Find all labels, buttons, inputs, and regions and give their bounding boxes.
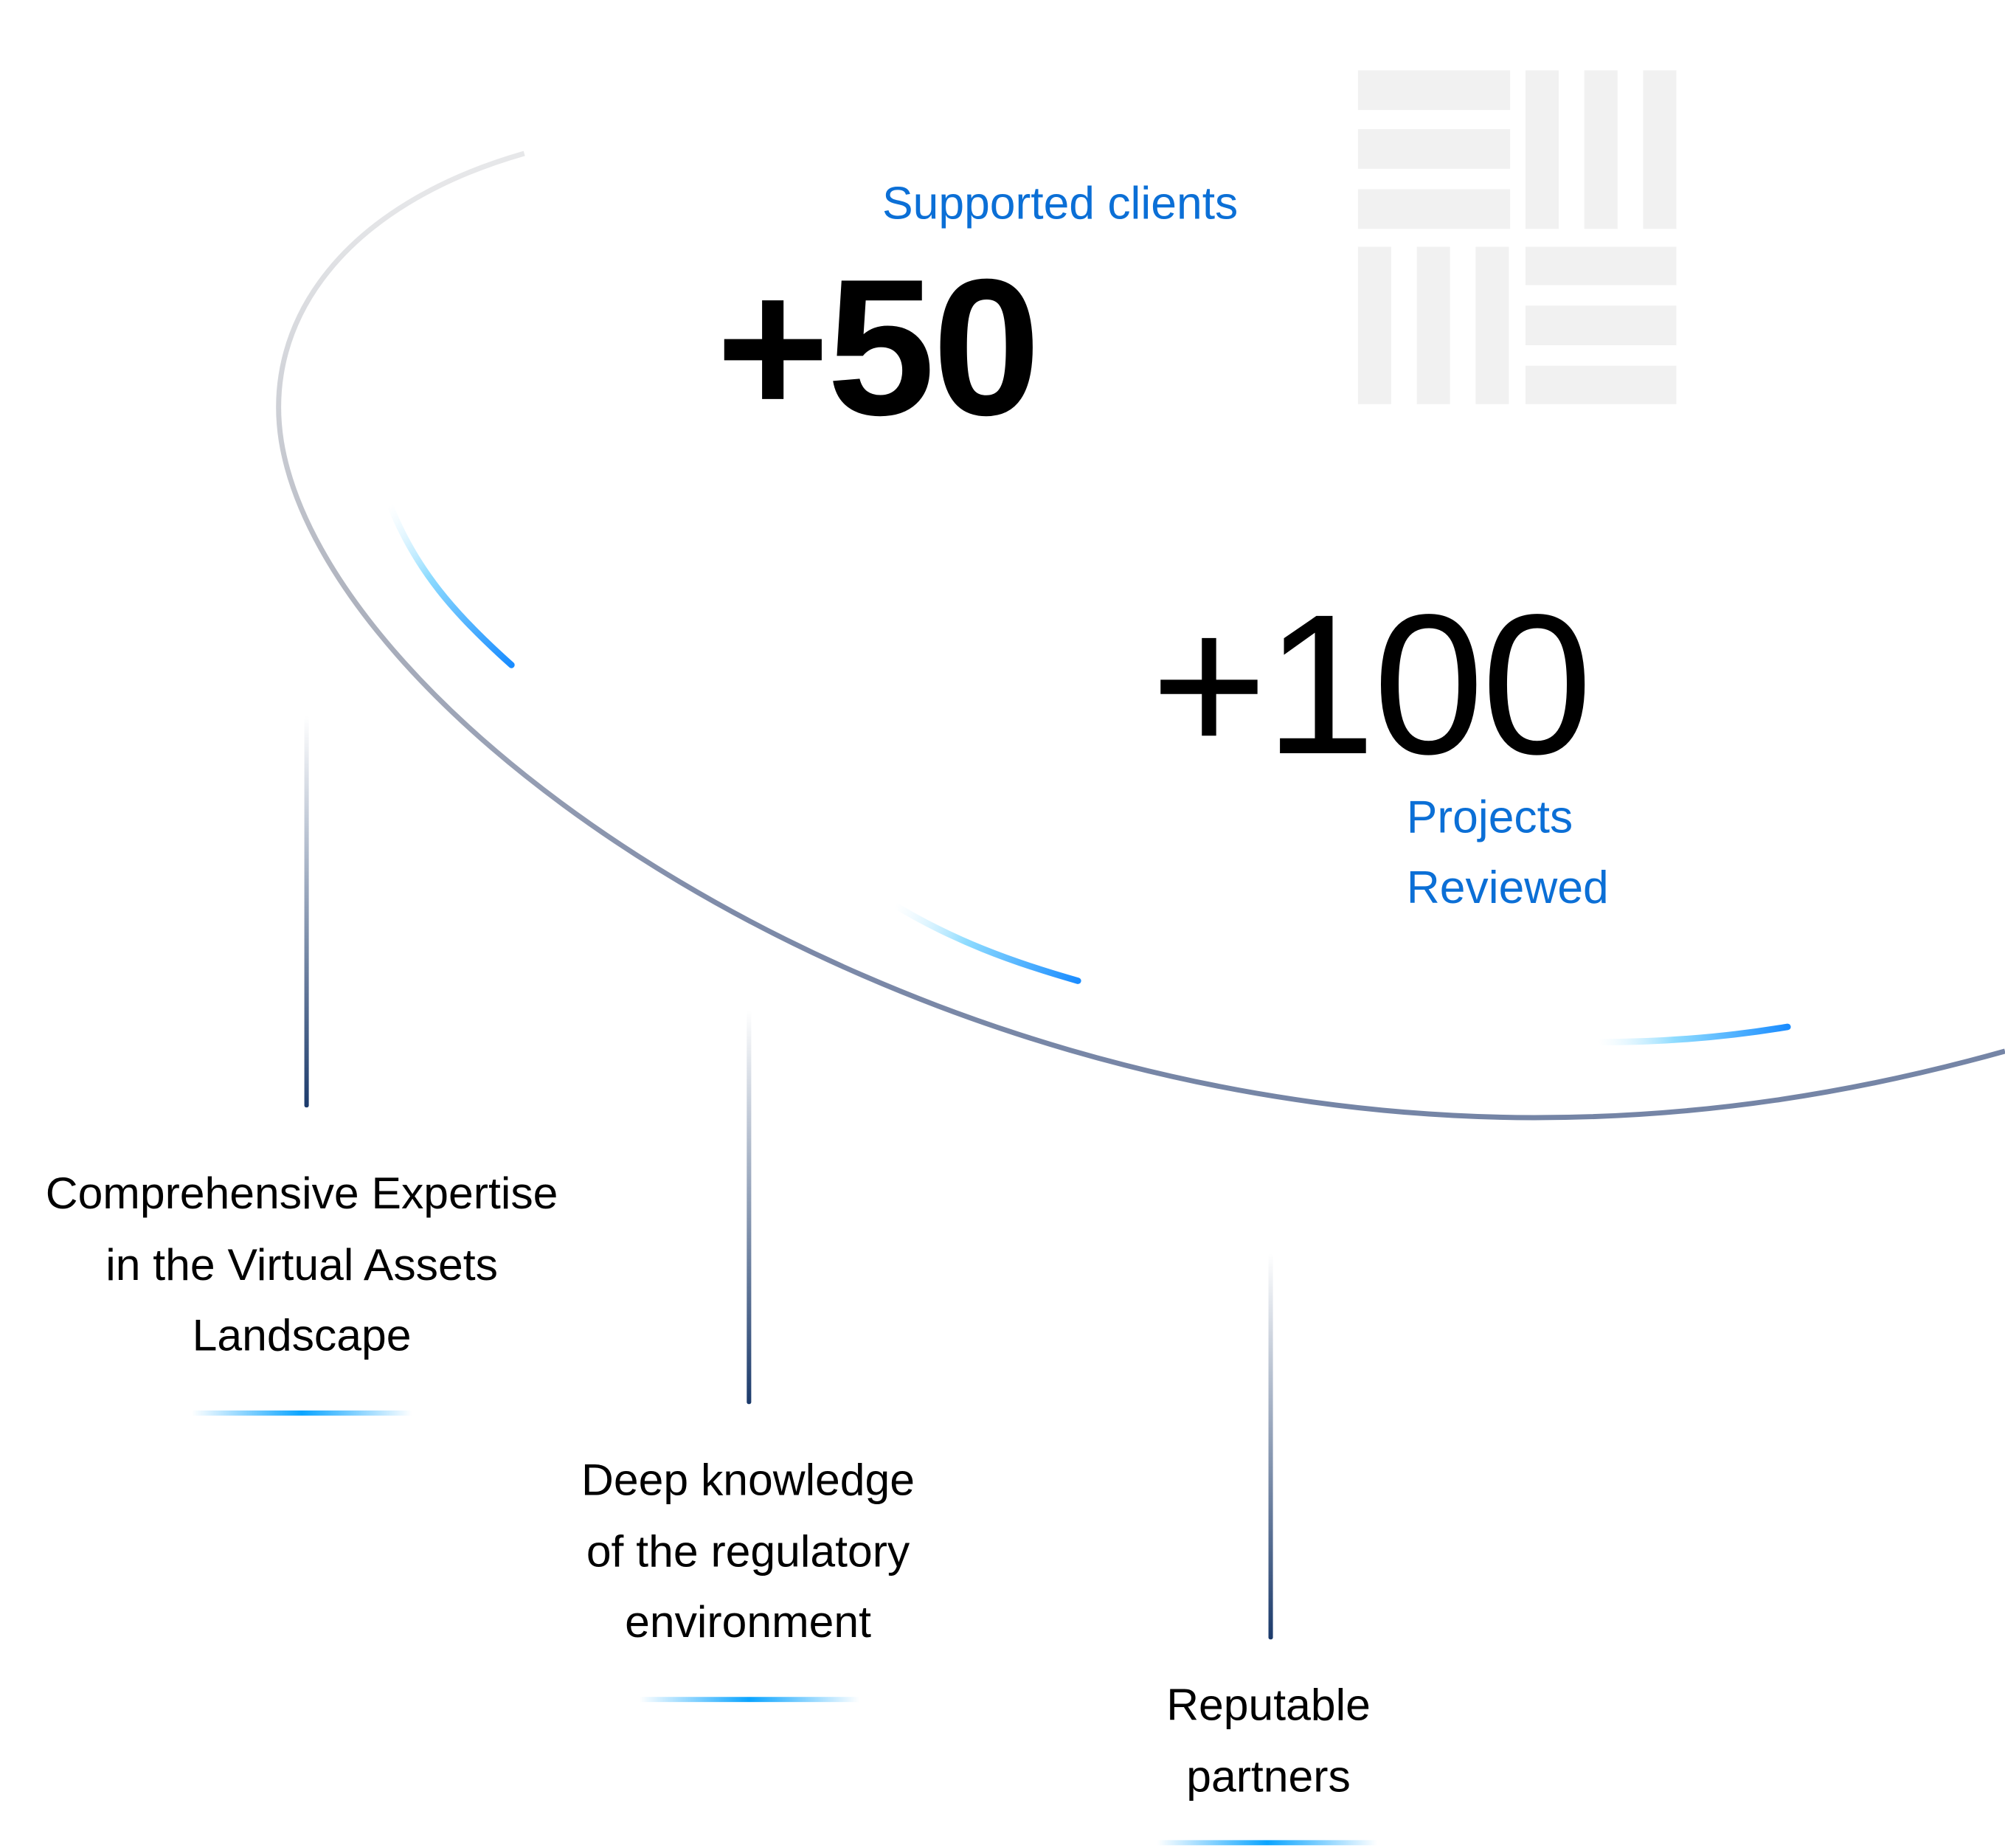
projects-label-line: Projects bbox=[1406, 790, 1573, 843]
feature-text-line: Landscape bbox=[192, 1310, 412, 1361]
feature-regulatory-knowledge: Deep knowledge of the regulatory environ… bbox=[429, 1445, 1068, 1658]
feature-reputable-partners: Reputable partners bbox=[949, 1670, 1588, 1812]
feature-text-line: Deep knowledge bbox=[581, 1455, 915, 1506]
projects-label-line: Reviewed bbox=[1406, 860, 1609, 913]
projects-reviewed-label: Projects Reviewed bbox=[1407, 781, 1609, 922]
connector-line bbox=[1268, 1253, 1273, 1640]
feature-text-line: environment bbox=[625, 1597, 871, 1647]
supported-clients-label: Supported clients bbox=[882, 176, 1239, 229]
feature-text-line: in the Virtual Assets bbox=[105, 1239, 498, 1290]
feature-underline bbox=[639, 1697, 859, 1703]
feature-expertise: Comprehensive Expertise in the Virtual A… bbox=[0, 1158, 621, 1371]
feature-text-line: Reputable bbox=[1166, 1680, 1371, 1731]
brand-logo-watermark bbox=[1357, 70, 1677, 404]
highlight-arc bbox=[1595, 1023, 1791, 1046]
highlight-arc bbox=[387, 502, 515, 668]
supported-clients-value: +50 bbox=[716, 239, 1041, 457]
connector-line bbox=[747, 1010, 752, 1405]
connector-line bbox=[304, 716, 309, 1108]
highlight-arc bbox=[892, 901, 1081, 984]
feature-text-line: partners bbox=[1186, 1751, 1351, 1802]
feature-underline bbox=[192, 1410, 412, 1416]
feature-underline bbox=[1157, 1840, 1377, 1846]
feature-text-line: Comprehensive Expertise bbox=[45, 1169, 558, 1219]
feature-text-line: of the regulatory bbox=[586, 1526, 910, 1577]
projects-reviewed-value: +100 bbox=[1151, 574, 1593, 797]
orbit-arc bbox=[276, 150, 2005, 1121]
